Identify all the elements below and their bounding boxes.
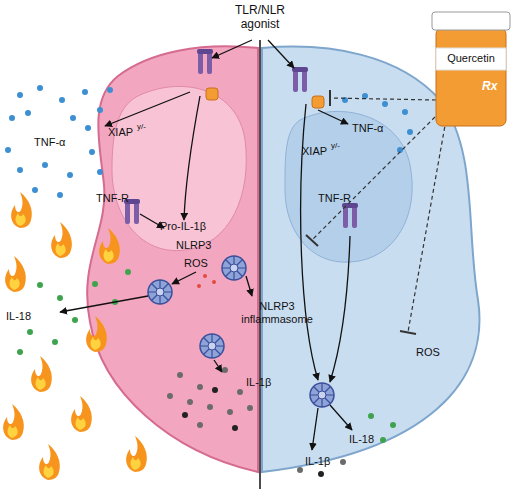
label: TNF-α bbox=[352, 122, 383, 135]
label: TNF-R bbox=[318, 192, 351, 205]
label: ROS bbox=[416, 346, 440, 359]
label: IL-18 bbox=[349, 433, 374, 446]
inflamed-cell bbox=[87, 46, 258, 472]
inhibition-bars bbox=[306, 90, 416, 334]
tnf-receptor bbox=[342, 203, 358, 228]
label: y/- bbox=[331, 141, 340, 150]
divider bbox=[259, 40, 261, 489]
il18-dots bbox=[17, 269, 396, 443]
inflamed-nucleus bbox=[112, 86, 246, 250]
inflammasome bbox=[222, 256, 246, 280]
label: XIAP bbox=[108, 126, 133, 139]
inflammasome bbox=[310, 383, 334, 407]
label: Quercetin bbox=[432, 52, 510, 65]
flame bbox=[86, 316, 107, 352]
flame bbox=[31, 356, 52, 392]
flame bbox=[51, 222, 72, 258]
label: IL-1β bbox=[305, 455, 330, 468]
il1b-dots bbox=[167, 367, 346, 473]
ros-dots bbox=[197, 274, 216, 288]
label: XIAP bbox=[302, 145, 327, 158]
signal-arrows bbox=[60, 40, 352, 450]
label: ROS bbox=[184, 257, 208, 270]
label: y/- bbox=[137, 122, 146, 131]
label: Pro-IL-1β bbox=[160, 220, 206, 233]
label: TNF-α bbox=[34, 136, 65, 149]
label: IL-1β bbox=[246, 376, 271, 389]
label: NLRP3 inflammasome bbox=[232, 300, 322, 325]
label: TNF-R bbox=[96, 192, 129, 205]
tlr-receptor bbox=[292, 67, 308, 92]
label: IL-18 bbox=[6, 310, 31, 323]
flame bbox=[71, 396, 92, 432]
flame bbox=[5, 256, 26, 292]
flame bbox=[99, 228, 120, 264]
tlr-receptor bbox=[197, 49, 213, 74]
label: TLR/NLR agonist bbox=[220, 4, 300, 32]
nlr-receptor bbox=[312, 96, 324, 108]
bottle-cap bbox=[432, 12, 510, 30]
flame bbox=[39, 444, 60, 480]
treated-nucleus bbox=[285, 111, 412, 262]
flame bbox=[3, 404, 24, 440]
inflammasome bbox=[148, 280, 172, 304]
label: NLRP3 bbox=[176, 239, 211, 252]
tnf-dots bbox=[5, 85, 413, 198]
inflammasome bbox=[200, 334, 224, 358]
il1b-dark-dots bbox=[182, 387, 324, 477]
flame bbox=[11, 192, 32, 228]
nlr-receptor bbox=[206, 88, 218, 100]
bottle-body bbox=[436, 28, 506, 126]
flame bbox=[126, 436, 147, 472]
label: Rx bbox=[482, 80, 497, 94]
inhibition-lines bbox=[312, 98, 446, 332]
